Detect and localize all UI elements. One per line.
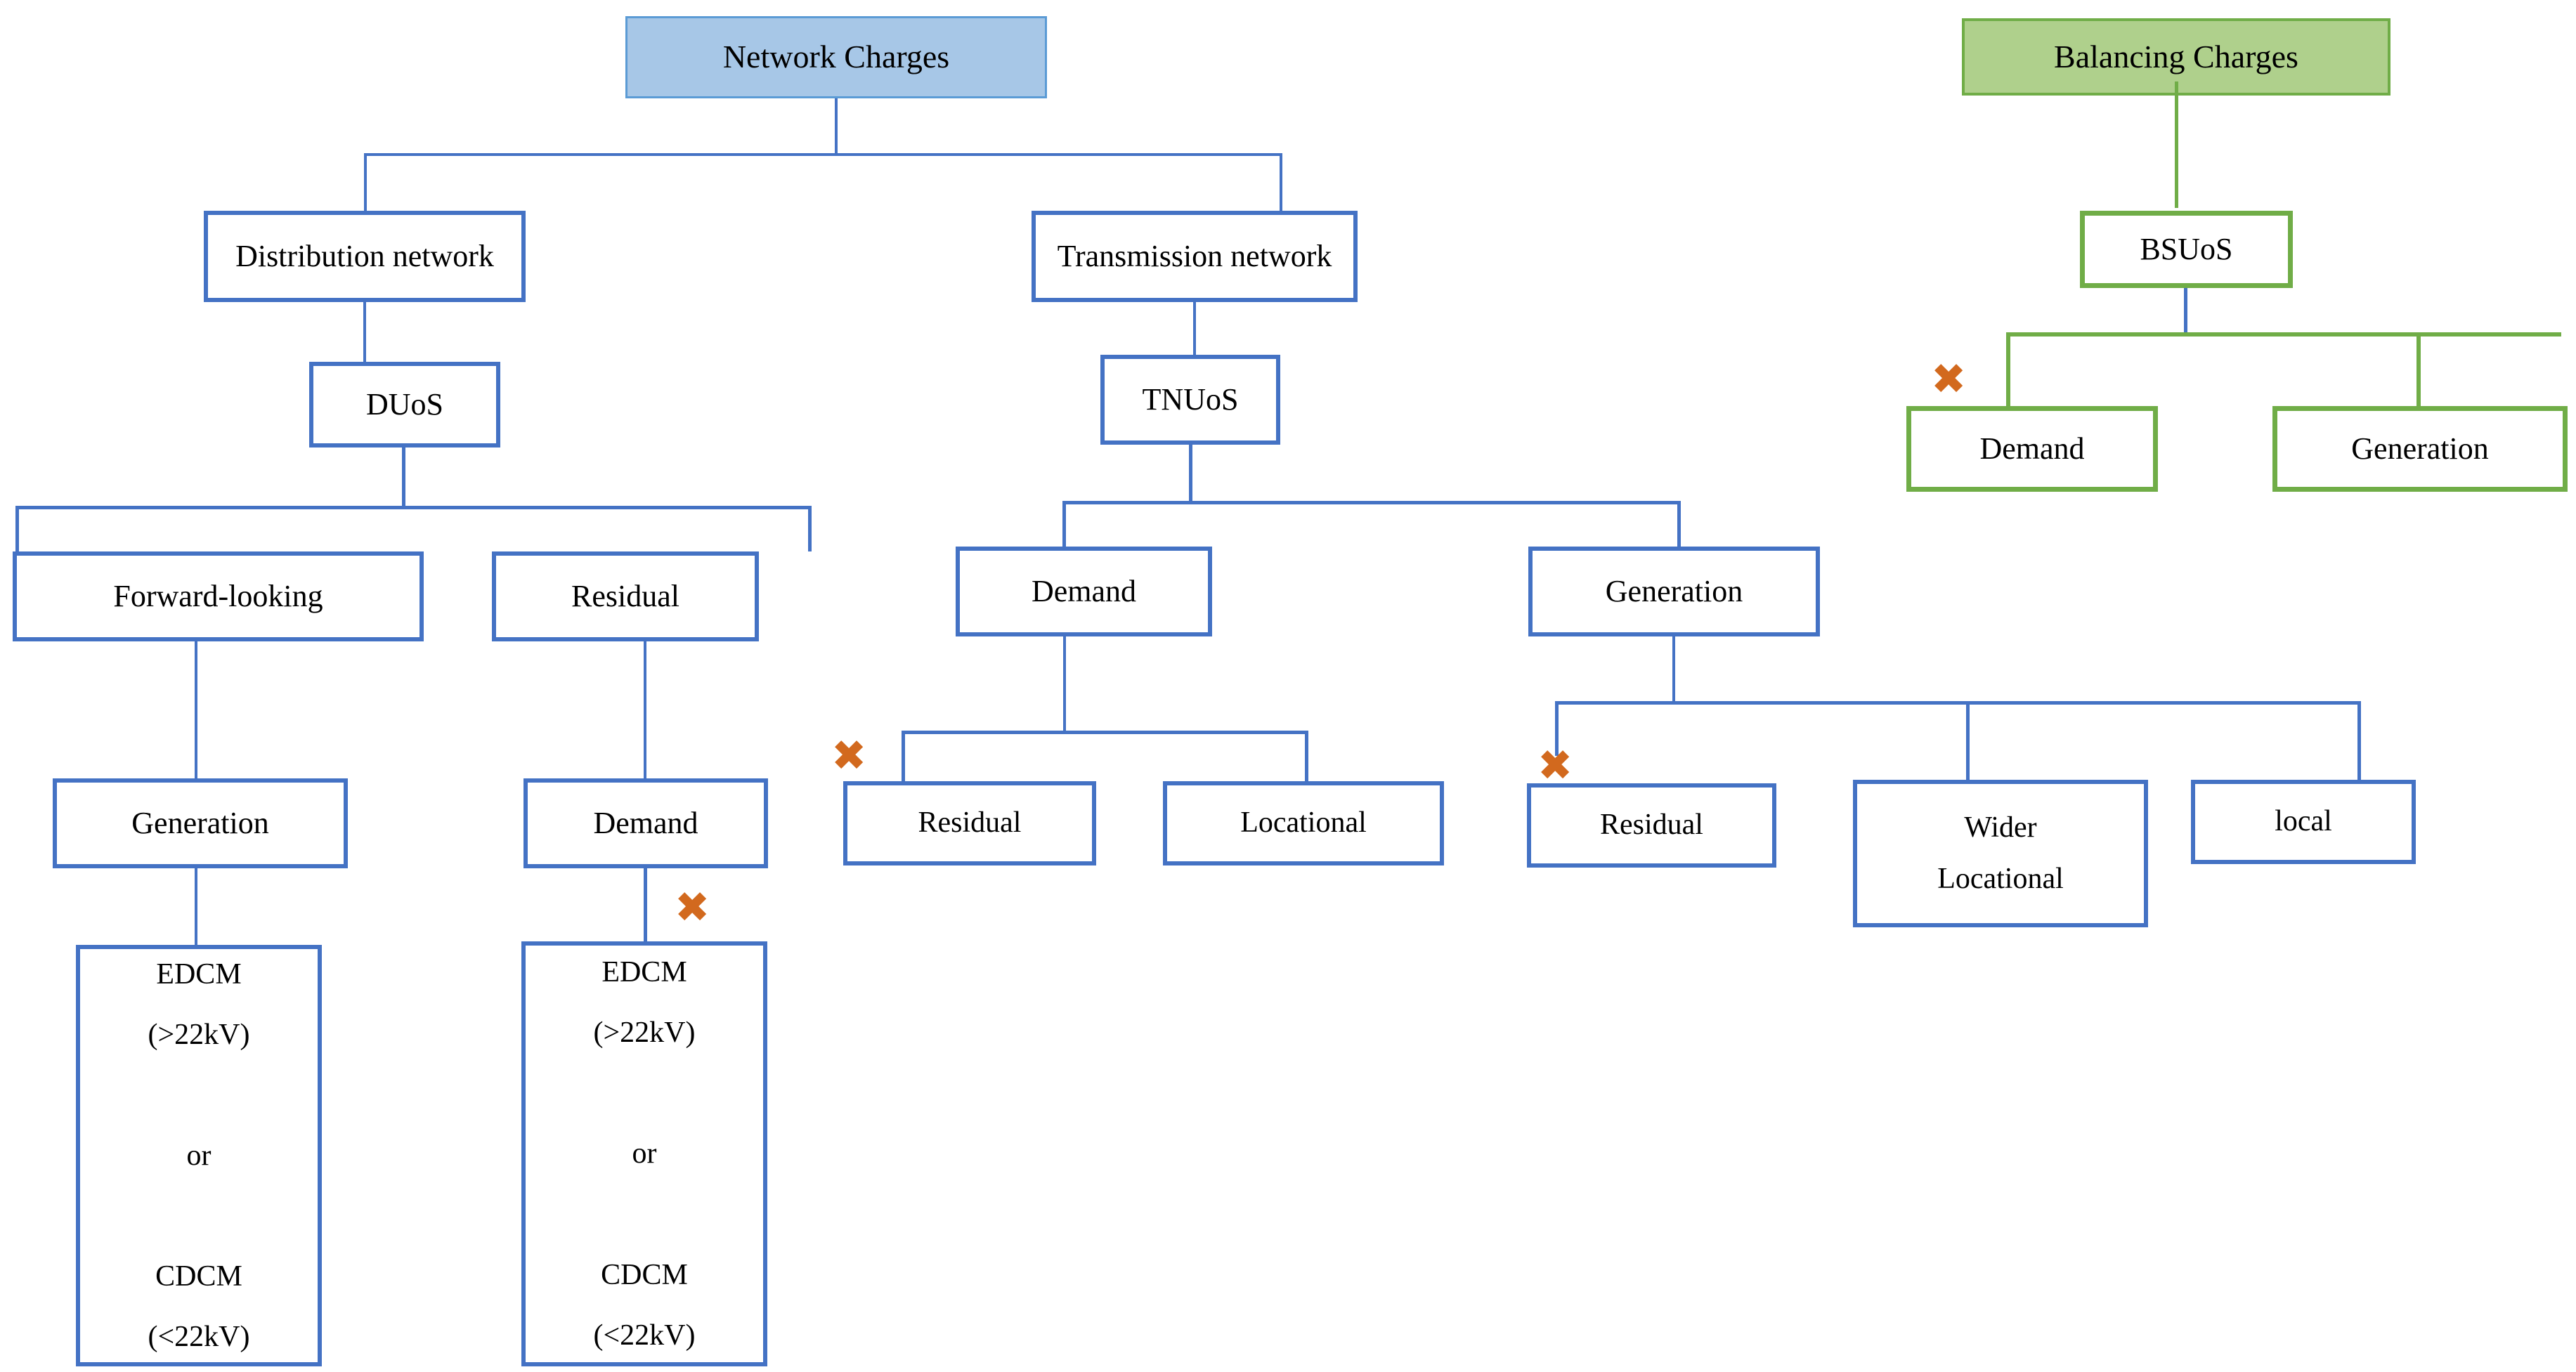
- edge-to-residual-duos: [808, 506, 812, 551]
- edge-tnuos-demand-stem: [1063, 636, 1066, 696]
- node-tnuos-demand-residual[interactable]: Residual: [843, 781, 1096, 865]
- node-label: Generation: [1605, 574, 1743, 609]
- edge-to-tnuos-demand-residual: [902, 731, 905, 781]
- edge-tnuos-generation-bar: [1555, 701, 2361, 705]
- node-label: BSUoS: [2140, 232, 2233, 267]
- edge-root-bar: [365, 153, 1282, 156]
- node-distribution-network[interactable]: Distribution network: [204, 211, 526, 302]
- edge-tnuos-bar: [1062, 501, 1681, 504]
- edge-to-transmission: [1280, 153, 1282, 211]
- node-tnuos-demand-locational[interactable]: Locational: [1163, 781, 1444, 865]
- node-label: TNUoS: [1142, 382, 1239, 417]
- edge-to-tnuos-demand: [1062, 501, 1066, 547]
- edge-to-forward-looking: [15, 506, 19, 551]
- edge-tnuos-demand-stem2: [1063, 696, 1066, 733]
- node-label: Wider Locational: [1937, 811, 2064, 896]
- node-label: Residual: [918, 806, 1022, 839]
- node-label: Balancing Charges: [2054, 38, 2298, 74]
- exclusion-x-icon-bsuos-demand: ✖: [1931, 355, 1967, 404]
- node-label: EDCM (>22kV) or CDCM (<22kV): [148, 958, 250, 1354]
- node-label: Residual: [1600, 809, 1703, 842]
- edge-demand-edcm: [644, 868, 647, 946]
- node-label: EDCM (>22kV) or CDCM (<22kV): [593, 956, 696, 1352]
- node-duos-residual[interactable]: Residual: [492, 551, 759, 641]
- node-label: Distribution network: [235, 239, 494, 274]
- node-bsuos[interactable]: BSUoS: [2080, 211, 2293, 288]
- edge-tnuos-generation-stem: [1672, 636, 1675, 704]
- node-label: local: [2275, 805, 2332, 838]
- edge-to-distribution: [364, 153, 367, 211]
- edge-residual-demand: [644, 641, 646, 778]
- node-label: Demand: [1979, 431, 2085, 466]
- edge-root-stem: [835, 98, 838, 155]
- edge-to-tnuos-demand-locational: [1305, 731, 1308, 781]
- edge-duos-bar: [15, 506, 811, 509]
- edge-transmission-tnuos: [1193, 302, 1196, 355]
- node-label: Residual: [571, 579, 679, 614]
- edge-balancing-bsuos: [2175, 81, 2178, 208]
- edge-tnuos-stem: [1189, 445, 1192, 504]
- node-network-charges[interactable]: Network Charges: [625, 16, 1047, 98]
- node-tnuos-demand[interactable]: Demand: [956, 547, 1212, 636]
- exclusion-x-icon-duos-demand: ✖: [675, 883, 710, 932]
- node-label: Transmission network: [1057, 239, 1332, 274]
- node-tnuos-generation[interactable]: Generation: [1528, 547, 1820, 636]
- edge-to-bsuos-demand: [2006, 332, 2010, 406]
- exclusion-x-icon-tnuos-gen-residual: ✖: [1537, 741, 1573, 790]
- node-bsuos-generation[interactable]: Generation: [2272, 406, 2568, 492]
- node-label: Generation: [131, 806, 269, 841]
- edge-generation-edcm: [195, 868, 197, 946]
- node-label: Demand: [593, 806, 698, 841]
- edge-tnuos-demand-bar: [902, 731, 1308, 734]
- node-label: Network Charges: [722, 39, 950, 75]
- edge-duos-stem: [402, 447, 405, 507]
- node-tnuos-generation-local[interactable]: local: [2191, 780, 2416, 864]
- node-duos-forward-generation[interactable]: Generation: [53, 778, 348, 868]
- edge-bsuos-stem: [2184, 288, 2187, 336]
- edge-to-tnuos-gen-residual: [1555, 701, 1559, 756]
- node-tnuos-generation-wider-locational[interactable]: Wider Locational: [1853, 780, 2148, 927]
- exclusion-x-icon-tnuos-demand-residual: ✖: [831, 731, 867, 780]
- edge-bsuos-bar: [2006, 332, 2561, 337]
- node-label: Forward-looking: [113, 579, 323, 614]
- edge-to-tnuos-generation: [1677, 501, 1681, 547]
- edge-to-tnuos-gen-local: [2357, 701, 2361, 784]
- edge-to-bsuos-generation: [2416, 332, 2421, 406]
- node-label: Locational: [1240, 806, 1367, 839]
- edge-forward-generation: [195, 641, 197, 778]
- node-label: DUoS: [365, 387, 444, 422]
- node-duos[interactable]: DUoS: [309, 362, 500, 447]
- node-transmission-network[interactable]: Transmission network: [1032, 211, 1358, 302]
- edge-to-tnuos-gen-wider: [1966, 701, 1970, 784]
- node-label: Generation: [2351, 431, 2489, 466]
- node-duos-generation-methods[interactable]: EDCM (>22kV) or CDCM (<22kV): [76, 945, 322, 1366]
- node-duos-forward-looking[interactable]: Forward-looking: [13, 551, 424, 641]
- node-duos-residual-demand[interactable]: Demand: [523, 778, 768, 868]
- node-label: Demand: [1031, 574, 1137, 609]
- node-tnuos[interactable]: TNUoS: [1100, 355, 1280, 445]
- node-duos-demand-methods[interactable]: EDCM (>22kV) or CDCM (<22kV): [521, 941, 767, 1366]
- node-bsuos-demand[interactable]: Demand: [1906, 406, 2158, 492]
- node-tnuos-generation-residual[interactable]: Residual: [1527, 783, 1776, 868]
- edge-distribution-duos: [363, 302, 366, 362]
